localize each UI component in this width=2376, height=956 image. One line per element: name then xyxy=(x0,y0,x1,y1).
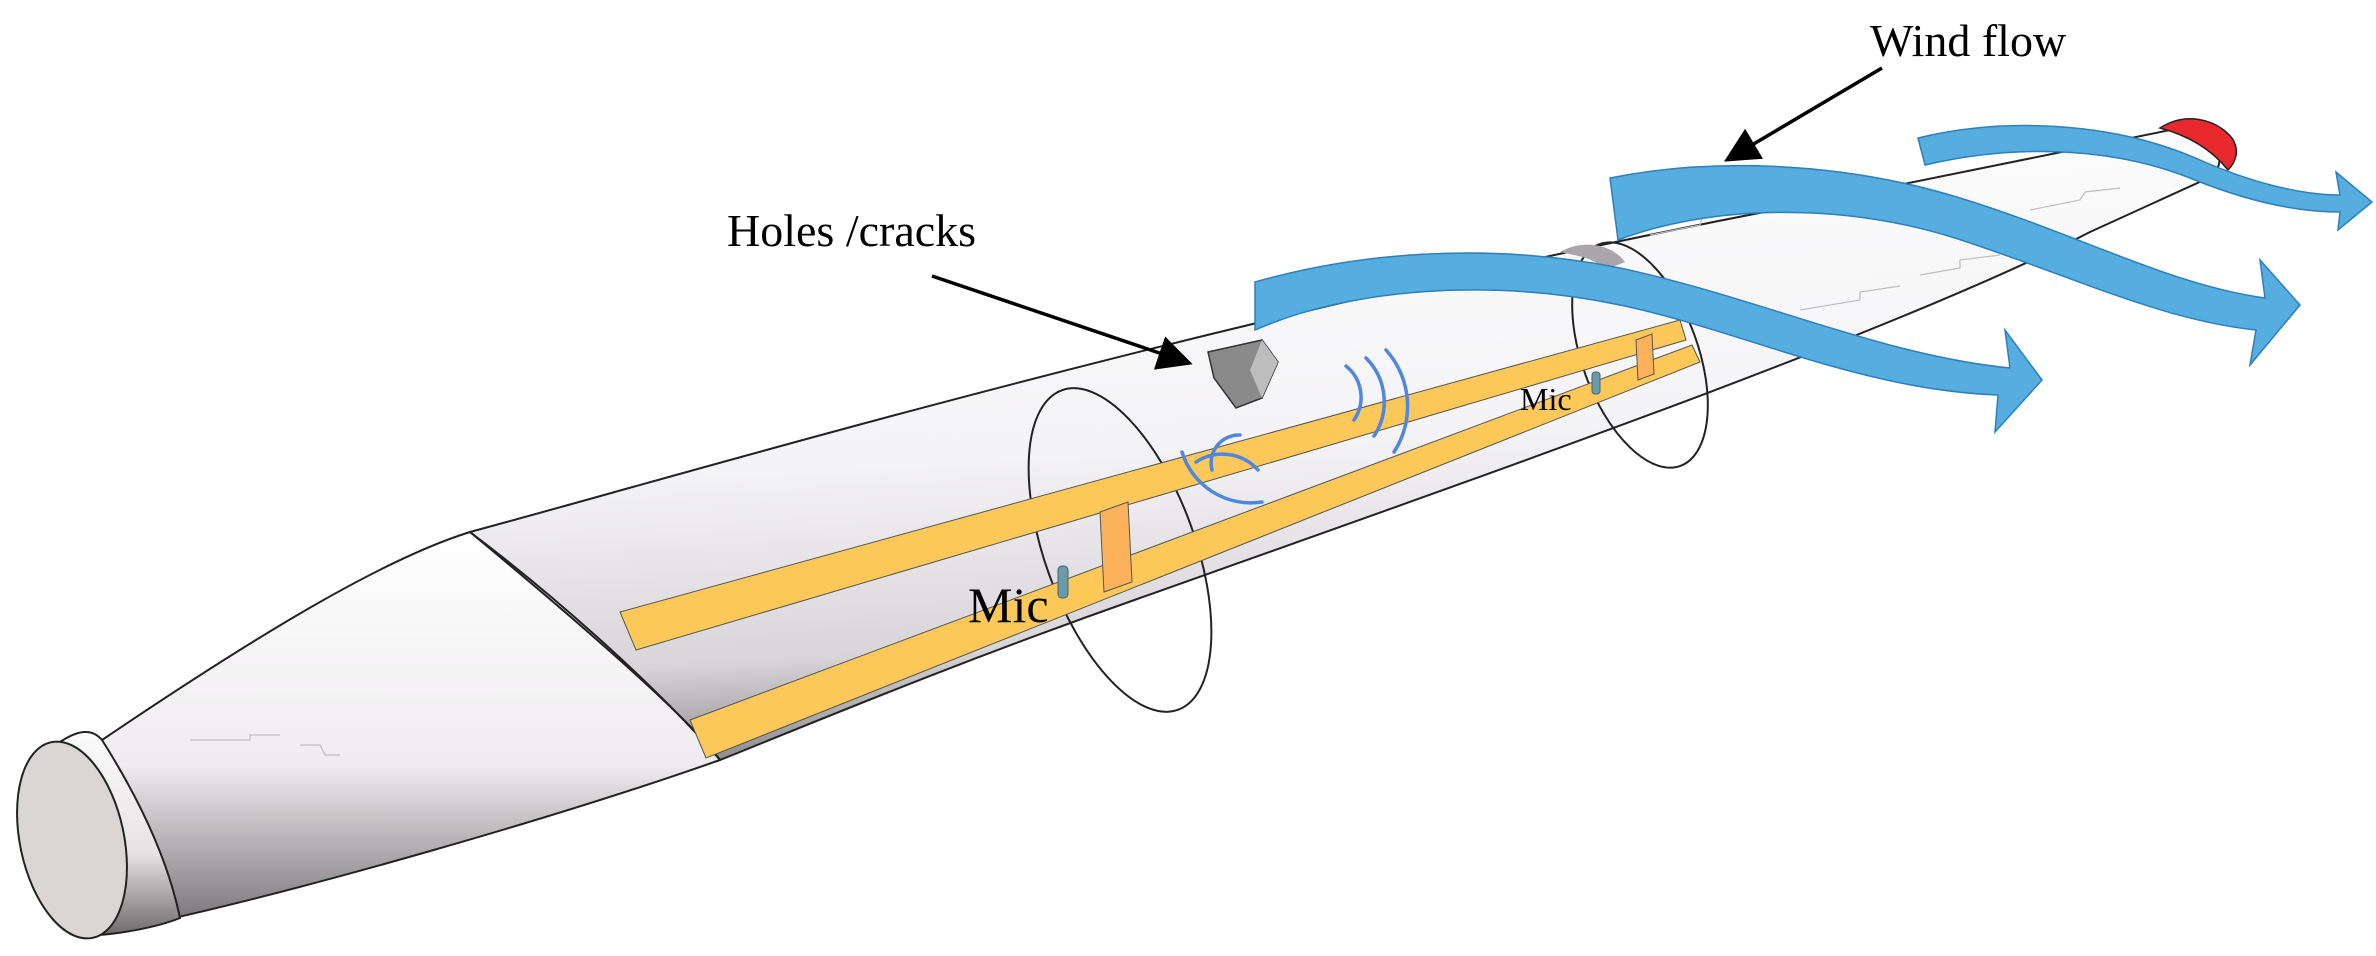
shear-web-1 xyxy=(1099,501,1133,593)
mic-label-secondary: Mic xyxy=(1520,381,1572,417)
holes-cracks-label: Holes /cracks xyxy=(727,205,976,256)
microphone-primary xyxy=(1057,565,1069,599)
blade-tip xyxy=(2158,118,2238,172)
wind-arrow-3 xyxy=(1917,124,2374,232)
internal-structure xyxy=(619,319,1701,759)
station-ring-3 xyxy=(1571,241,1709,469)
surface-texture xyxy=(190,187,2121,756)
wind-flow-pointer xyxy=(1723,66,1883,162)
spar-cap-upper xyxy=(619,319,1687,651)
microphone-secondary xyxy=(1591,371,1601,395)
acoustic-emission-waves xyxy=(1180,348,1410,505)
wind-flow-label: Wind flow xyxy=(1870,15,2067,66)
station-ring-3-shading xyxy=(1560,244,1625,270)
blade-root-face xyxy=(16,740,128,940)
holes-cracks-pointer xyxy=(931,274,1193,370)
blade xyxy=(16,118,2238,940)
station-ring-2 xyxy=(1027,387,1213,713)
wind-flow-arrows xyxy=(1254,124,2374,435)
shear-web-2 xyxy=(1635,333,1655,381)
wind-arrow-2 xyxy=(1609,164,2301,368)
hole-crack-defect-shade xyxy=(1250,340,1278,398)
spar-cap-lower xyxy=(689,344,1701,759)
mic-label-primary: Mic xyxy=(968,577,1049,633)
wind-arrow-1 xyxy=(1254,252,2043,435)
